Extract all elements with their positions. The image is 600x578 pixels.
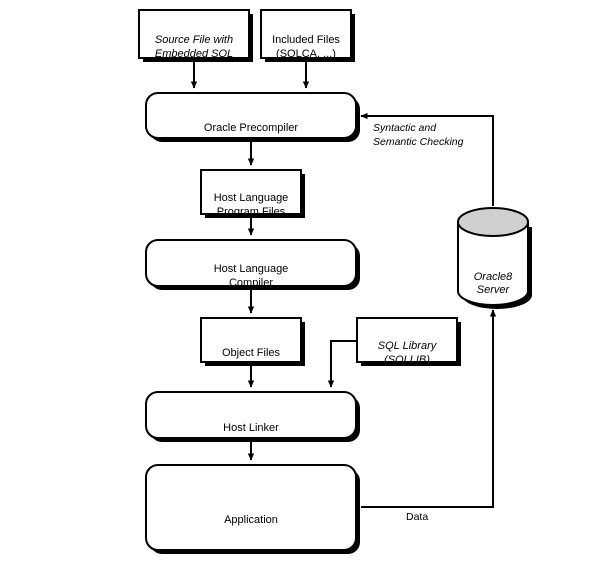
node-host-language-program-files[interactable] [200,169,302,215]
node-application[interactable] [145,464,357,551]
node-oracle8-server-top [457,207,529,237]
node-oracle-precompiler[interactable] [145,92,357,139]
edge-label-data: Data [406,511,429,523]
node-host-linker[interactable] [145,391,357,439]
node-included-files[interactable] [260,9,352,59]
node-sql-library[interactable] [356,317,458,363]
edge-sql-library-to-linker [327,340,357,388]
node-shapes [138,9,529,551]
node-oracle8-server-body[interactable] [457,221,529,306]
node-object-files[interactable] [200,317,302,363]
connectors [190,58,497,508]
edge-application-to-server [361,309,497,508]
node-source-file[interactable] [138,9,250,59]
node-host-language-compiler[interactable] [145,239,357,287]
edge-label-syntactic-semantic-checking: Syntactic and Semantic Checking [373,122,464,148]
edge-server-to-precompiler [360,112,494,206]
